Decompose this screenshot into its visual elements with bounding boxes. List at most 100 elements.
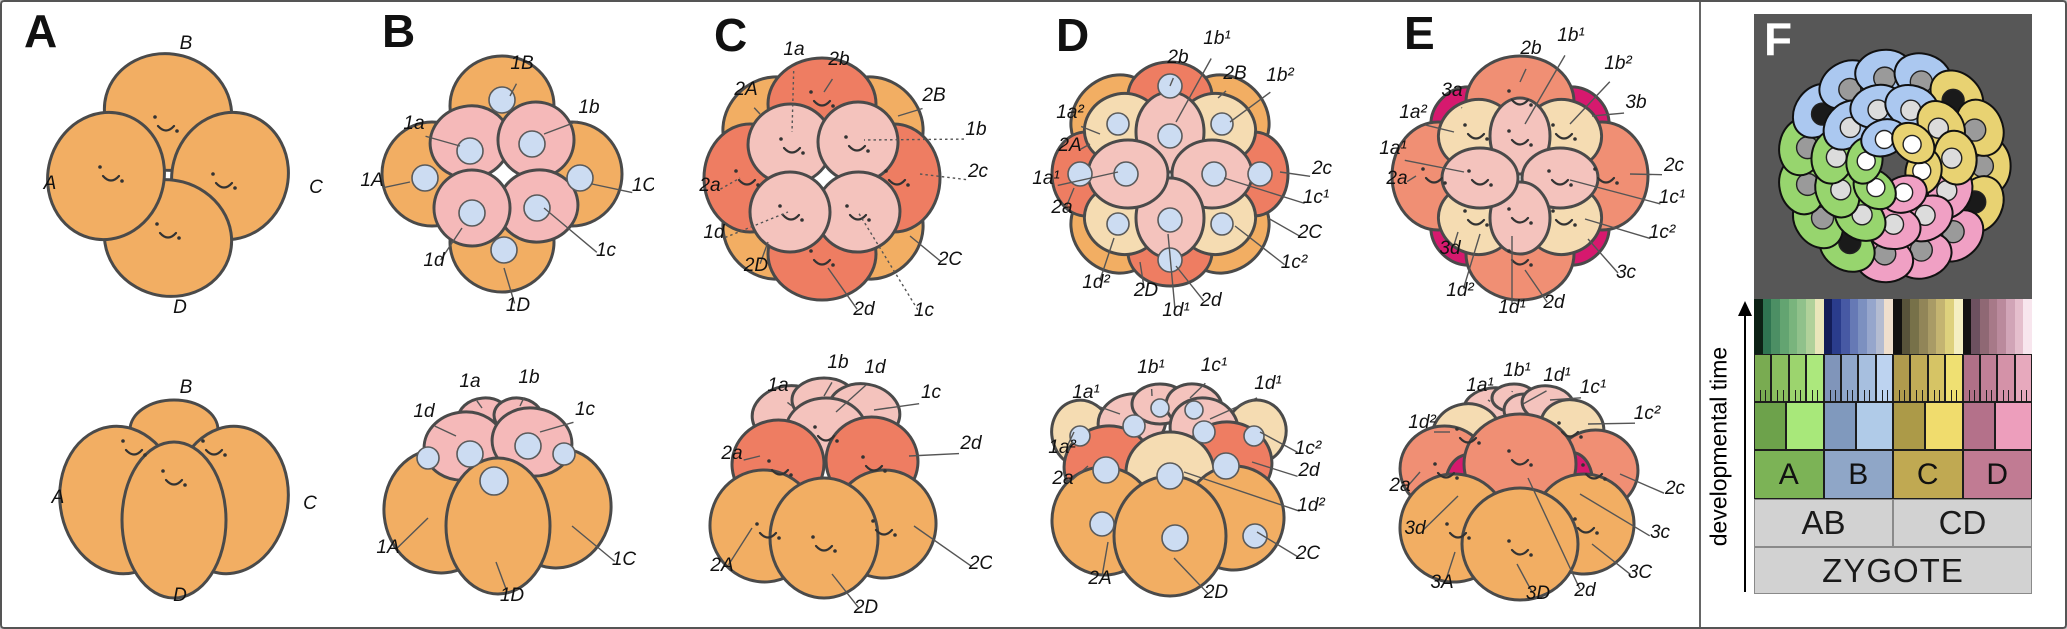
cell-label: 1c: [596, 240, 617, 261]
cell-label: 2a: [1051, 468, 1073, 489]
leader-line: [1139, 261, 1145, 289]
cell-label: 2A: [733, 79, 757, 100]
nucleus: [1212, 452, 1240, 480]
mitotic-spindle: [758, 531, 778, 539]
nucleus: [1201, 161, 1227, 187]
spindle-pole: [1551, 209, 1555, 213]
spindle-pole: [811, 535, 815, 539]
leader-line: [863, 138, 965, 141]
cell: [748, 170, 832, 254]
panel-d-letter: D: [1056, 9, 1090, 61]
cell-label: 2B: [921, 85, 946, 106]
spindle-pole: [777, 536, 781, 540]
cell-label: 2A: [1057, 135, 1081, 156]
ab-cell: AB: [1754, 499, 1893, 547]
lineage-stripe: [1875, 299, 1885, 354]
spindle-pole: [1547, 169, 1551, 173]
cell-label: 1d¹: [1254, 373, 1281, 394]
spindle-pole: [211, 172, 215, 176]
cell-label: 2a: [1388, 475, 1410, 496]
cell-label: 1A: [360, 170, 383, 191]
spindle-pole: [1573, 517, 1577, 521]
lineage-stripe: [1997, 299, 2006, 354]
cell-label: 1d¹: [1498, 297, 1525, 318]
lineage-cell-16: [1788, 354, 1807, 402]
cell-label: 1d: [864, 357, 887, 378]
spindle-pole: [778, 204, 782, 208]
lineage-stripe: [1971, 299, 1980, 354]
cell-label: 1D: [500, 585, 525, 606]
leader-line: [1279, 171, 1311, 177]
cell-label: 2D: [1203, 582, 1229, 603]
cell-label: 1B: [510, 53, 534, 74]
leader-line: [1569, 179, 1661, 205]
lineage-cell-16: [1840, 354, 1859, 402]
nucleus: [1122, 414, 1146, 438]
cell-label: 1c: [921, 382, 942, 403]
cell-label: 1d²: [1297, 495, 1325, 516]
spindle-pole: [1573, 137, 1577, 141]
leader-line: [1424, 124, 1455, 133]
lineage-stripe: [1988, 299, 1998, 354]
spindle-pole: [1529, 553, 1533, 557]
cell-label: 3C: [1628, 562, 1653, 583]
leader-line: [495, 561, 509, 594]
leader-line: [835, 384, 867, 413]
cell-label: 1a²: [1056, 102, 1084, 123]
spindle-pole: [233, 186, 237, 190]
leader-line: [1097, 405, 1121, 415]
nucleus: [566, 164, 594, 192]
cell-label: 1D: [506, 295, 531, 316]
nucleus: [411, 164, 439, 192]
spindle-pole: [183, 483, 187, 487]
nucleus: [1089, 511, 1115, 537]
spindle-pole: [1477, 441, 1481, 445]
mitotic-spindle: [1466, 218, 1486, 226]
cell-label: 1c: [575, 399, 596, 420]
embryo-nucleus: [1882, 213, 1905, 235]
spindle-pole: [1581, 463, 1585, 467]
spindle-pole: [1507, 129, 1511, 133]
cell: [444, 456, 552, 596]
cell-label: B: [180, 377, 193, 398]
cell-label: 1A: [376, 537, 399, 558]
panel-b-letter: B: [382, 5, 416, 57]
lineage-row-zygote: ZYGOTE: [1754, 547, 2032, 594]
cell-label: 1a: [459, 371, 480, 392]
cell: [120, 440, 228, 600]
nucleus: [1156, 462, 1184, 490]
spindle-pole: [800, 218, 804, 222]
spindle-pole: [809, 90, 813, 94]
cell-label: 1b¹: [1503, 360, 1530, 381]
leader-line: [509, 83, 518, 97]
leader-line: [543, 120, 579, 135]
lineage-stripe: [1953, 299, 1963, 354]
spindle-pole: [175, 129, 179, 133]
spindle-pole: [767, 459, 771, 463]
lineage-stripe: [1814, 299, 1824, 354]
cell-label: D: [173, 297, 187, 318]
cell-label: 2b: [1166, 47, 1188, 68]
leader-line: [1259, 431, 1298, 453]
leader-line: [1452, 231, 1459, 247]
spindle-pole: [883, 469, 887, 473]
quadrant-colored-embryo: [1778, 48, 2012, 284]
leader-line: [1101, 541, 1109, 577]
leader-line: [823, 78, 834, 93]
cell-label: 3D: [1526, 583, 1551, 604]
lineage-cell-8: [1994, 402, 2032, 450]
nucleus: [1161, 524, 1189, 552]
spindle-pole: [1455, 427, 1459, 431]
spindle-pole: [1463, 123, 1467, 127]
mitotic-spindle: [814, 544, 834, 552]
cell-label: 1b: [518, 367, 539, 388]
mitotic-spindle: [1584, 472, 1604, 480]
quadrant-cell-d: D: [1962, 450, 2032, 499]
leader-line: [1175, 58, 1212, 123]
cell-label: 1c²: [1634, 403, 1661, 424]
spindle-pole: [789, 473, 793, 477]
spindle-pole: [223, 453, 227, 457]
